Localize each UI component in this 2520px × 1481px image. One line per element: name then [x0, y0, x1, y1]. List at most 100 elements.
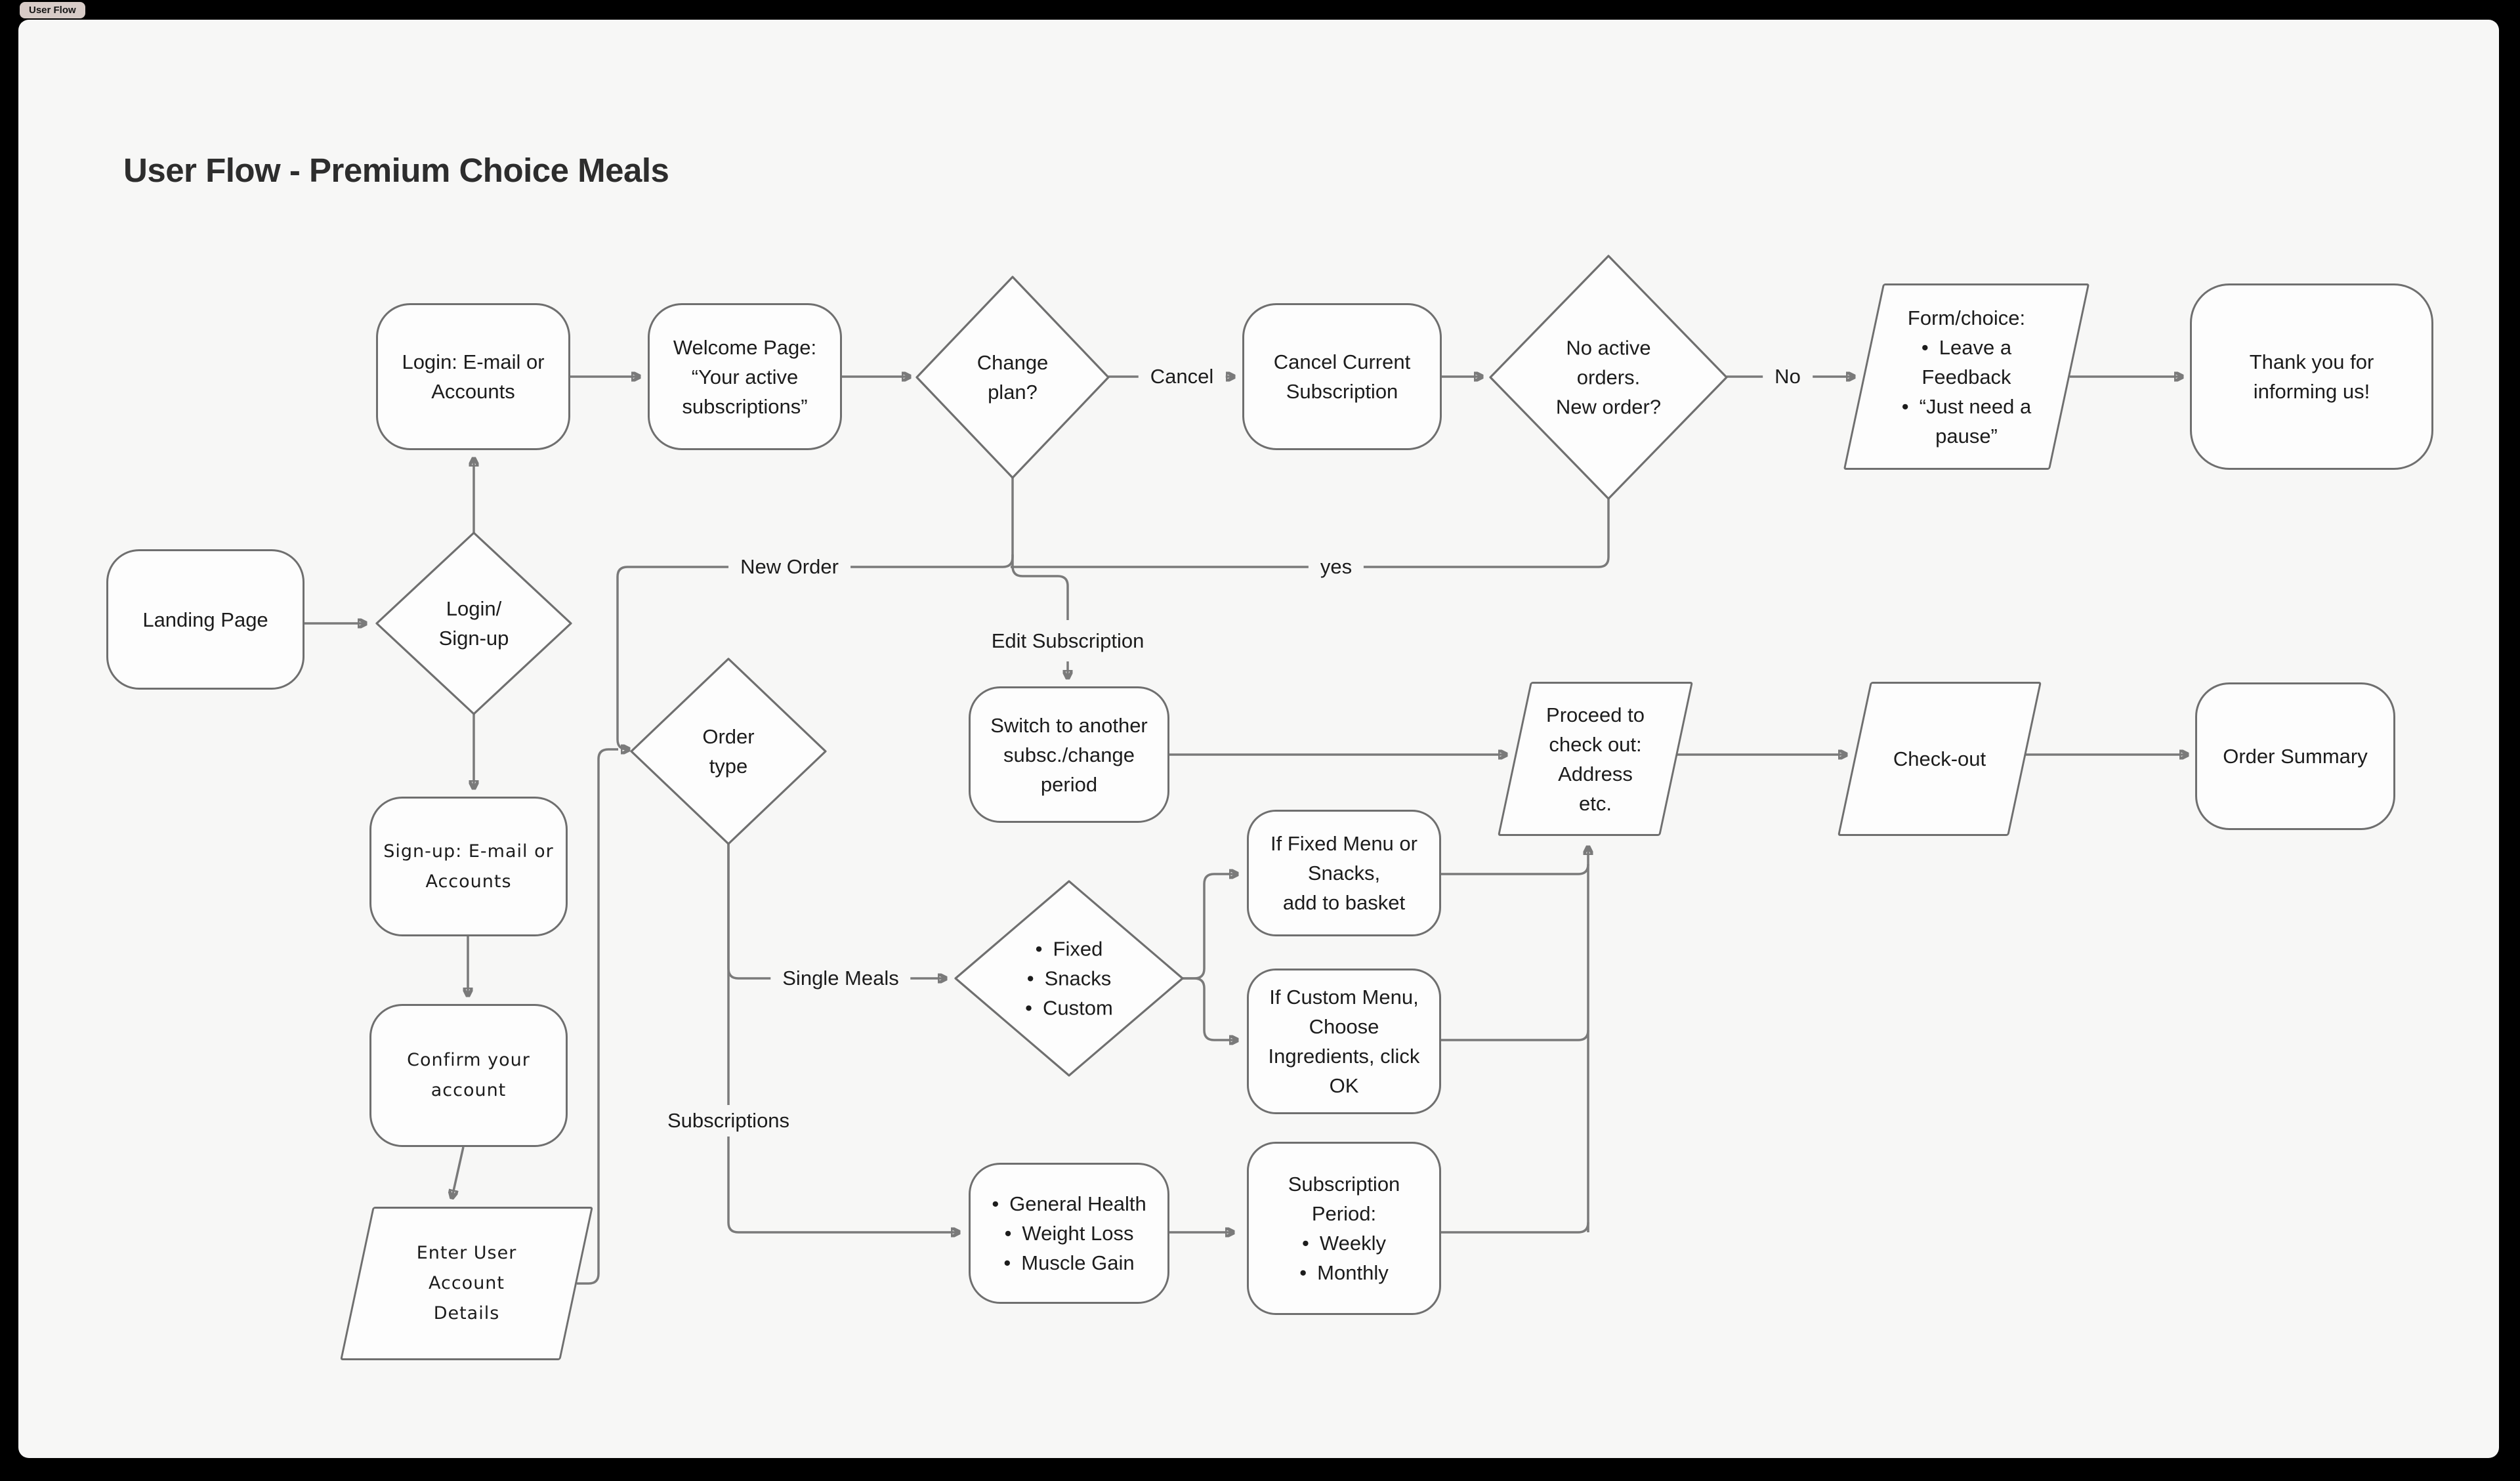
text-line: Weight Loss: [1005, 1219, 1133, 1248]
text-line: If Fixed Menu or: [1270, 832, 1418, 855]
text-line: Choose: [1309, 1015, 1379, 1038]
text-line: Landing Page: [142, 608, 268, 631]
node-thank-you[interactable]: Thank you for informing us!: [2190, 283, 2433, 470]
node-welcome-page[interactable]: Welcome Page: “Your active subscriptions”: [648, 303, 842, 450]
edge-meals-to-iffixed: [1183, 874, 1236, 980]
node-order-type-diamond[interactable]: [630, 657, 827, 845]
text-line: add to basket: [1282, 891, 1406, 914]
text-line: Address: [1558, 762, 1633, 785]
node-change-plan-diamond[interactable]: [915, 276, 1110, 479]
text-line: Weekly: [1299, 1228, 1388, 1258]
text-line: Period:: [1311, 1202, 1377, 1225]
text-line: Leave a Feedback: [1898, 333, 2036, 392]
edge-ifcustom-merge: [1441, 1030, 1589, 1041]
node-if-fixed-menu[interactable]: If Fixed Menu or Snacks, add to basket: [1247, 810, 1441, 936]
text-line: “Your active: [691, 365, 799, 388]
text-line: informing us!: [2253, 380, 2370, 403]
text-line: Welcome Page:: [673, 335, 817, 359]
node-label: Confirm your account: [371, 1045, 566, 1106]
node-label: Proceed to check out: Address etc.: [1514, 700, 1677, 818]
node-bullets: WeeklyMonthly: [1299, 1228, 1389, 1287]
node-feedback-form[interactable]: Form/choice: Leave a Feedback“Just need …: [1843, 283, 2090, 470]
edge-label-subscriptions[interactable]: Subscriptions: [655, 1105, 802, 1137]
node-label: Check-out: [1854, 744, 2025, 774]
text-line: Ingredients, click: [1268, 1045, 1420, 1068]
node-label: Thank you for informing us!: [2192, 347, 2431, 406]
edge-confirm-to-enterdetails: [452, 1146, 465, 1197]
connector-layer: [304, 255, 2499, 1285]
node-subscription-goals[interactable]: General HealthWeight LossMuscle Gain: [969, 1163, 1169, 1304]
text-line: “Just need a pause”: [1898, 392, 2036, 451]
edge-label-single-meals[interactable]: Single Meals: [770, 963, 911, 994]
edge-singlemeals: [727, 844, 945, 978]
node-label: Landing Page: [108, 605, 303, 635]
edge-yes: [1011, 499, 1610, 568]
edge-label-new-order[interactable]: New Order: [728, 551, 850, 583]
node-checkout[interactable]: Check-out: [1838, 682, 2042, 836]
edge-subscriptions: [727, 844, 958, 1232]
text-line: Enter User: [416, 1243, 517, 1263]
node-login-signup-diamond[interactable]: [375, 532, 572, 715]
edge-label-yes[interactable]: yes: [1308, 551, 1364, 583]
text-line: Snacks,: [1307, 862, 1381, 885]
text-line: period: [1040, 772, 1098, 796]
text-line: Proceed to: [1546, 703, 1645, 726]
edge-label-cancel[interactable]: Cancel: [1138, 361, 1226, 392]
node-proceed-to-checkout[interactable]: Proceed to check out: Address etc.: [1498, 682, 1693, 836]
file-tab[interactable]: User Flow: [20, 2, 85, 18]
text-line: Login: E-mail or: [402, 350, 545, 373]
text-line: Subscription: [1288, 1173, 1400, 1196]
text-line: Confirm your: [407, 1050, 530, 1070]
text-line: Details: [433, 1303, 500, 1324]
text-line: subsc./change: [1003, 743, 1135, 766]
node-order-summary[interactable]: Order Summary: [2195, 682, 2395, 830]
node-bullets: Leave a Feedback“Just need a pause”: [1898, 333, 2036, 451]
text-line: Muscle Gain: [1003, 1248, 1134, 1278]
edge-editsubscription-upper: [1011, 554, 1069, 620]
node-label: Order Summary: [2197, 741, 2393, 771]
text-line: If Custom Menu,: [1269, 986, 1419, 1009]
text-line: Monthly: [1299, 1258, 1389, 1287]
text-line: Cancel Current: [1273, 350, 1411, 373]
diagram-canvas: User Flow - Premium Choice Meals: [18, 20, 2499, 1458]
text-line: Account: [428, 1273, 505, 1293]
text-line: account: [430, 1080, 507, 1100]
edge-enterdetails-up: [577, 748, 618, 1285]
edge-neworder-to-ordertype: [616, 478, 1014, 749]
node-meal-options-diamond[interactable]: [954, 880, 1184, 1077]
node-label: Welcome Page: “Your active subscriptions”: [650, 333, 840, 421]
node-confirm-account[interactable]: Confirm your account: [369, 1004, 568, 1147]
node-no-active-orders-diamond[interactable]: [1489, 255, 1728, 500]
text-line: Sign-up: E-mail or: [383, 841, 554, 862]
edge-subperiod-merge: [1441, 1222, 1589, 1234]
text-line: Accounts: [425, 871, 512, 892]
node-signup[interactable]: Sign-up: E-mail or Accounts: [369, 797, 568, 936]
text-line: Thank you for: [2249, 350, 2374, 373]
node-landing-page[interactable]: Landing Page: [106, 549, 304, 690]
text-line: check out:: [1549, 732, 1642, 756]
edge-label-no[interactable]: No: [1763, 361, 1813, 392]
text-line: Check-out: [1893, 747, 1986, 770]
text-line: General Health: [992, 1189, 1146, 1219]
edge-iffixed-merge: [1441, 864, 1589, 875]
text-line: etc.: [1579, 791, 1612, 815]
diagram-title[interactable]: User Flow - Premium Choice Meals: [123, 152, 669, 189]
text-line: subscriptions”: [682, 394, 808, 418]
edge-label-edit-subscription[interactable]: Edit Subscription: [979, 625, 1156, 657]
node-label: Sign-up: E-mail or Accounts: [371, 837, 566, 897]
node-label: General HealthWeight LossMuscle Gain: [971, 1189, 1167, 1278]
